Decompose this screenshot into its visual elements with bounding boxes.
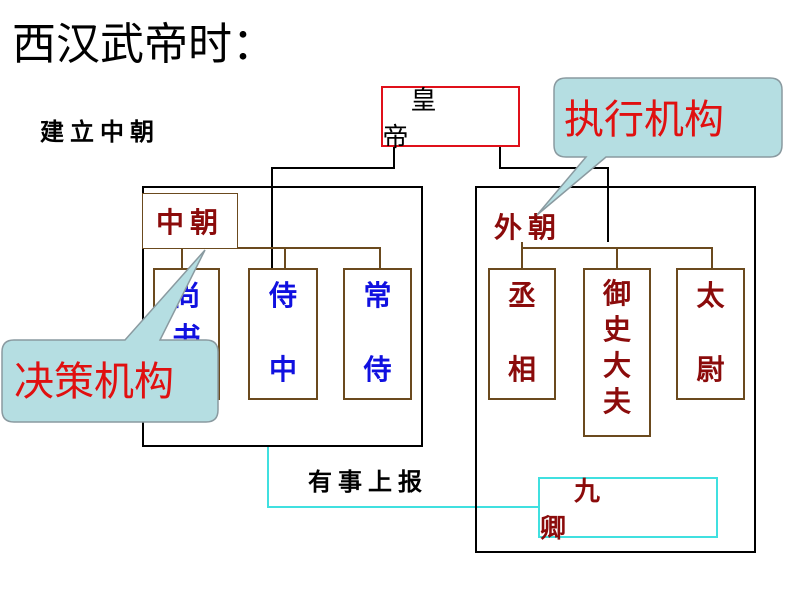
office-char: 太 (696, 279, 725, 312)
zhongchao-label-box: 中朝 (142, 193, 238, 249)
zhongchao-container (142, 186, 423, 447)
page-title: 西汉武帝时： (12, 19, 276, 70)
office-char: 尉 (696, 353, 725, 386)
office-taiwei: 太 尉 (676, 268, 745, 400)
emperor-box: 皇 帝 (381, 85, 520, 153)
subtitle: 建立中朝 (40, 117, 160, 146)
emperor-to-waichao-line (499, 146, 609, 242)
executive-callout-bubble (536, 77, 783, 216)
office-char: 夫 (602, 385, 631, 418)
office-char: 御 (602, 277, 631, 310)
office-chengxiang: 丞 相 (488, 268, 556, 400)
office-char: 侍 (363, 353, 392, 386)
waichao-label: 外朝 (494, 211, 563, 244)
report-label: 有事上报 (308, 467, 428, 496)
office-char: 大 (602, 349, 631, 382)
office-char: 常 (363, 279, 392, 312)
office-yushidafu: 御 史 大 夫 (583, 268, 651, 437)
report-line (267, 447, 538, 508)
office-char: 丞 (507, 279, 536, 312)
decision-callout-text: 决策机构 (14, 359, 174, 405)
zhongchao-label: 中朝 (155, 206, 224, 239)
emperor-to-zhongchao-line (271, 146, 395, 272)
executive-callout-text: 执行机构 (564, 97, 724, 143)
office-shizhong: 侍 中 (248, 268, 318, 400)
office-char: 中 (268, 353, 297, 386)
office-char: 相 (507, 353, 536, 386)
office-char: 侍 (268, 279, 297, 312)
office-char: 史 (602, 313, 631, 346)
office-changshi: 常 侍 (343, 268, 412, 400)
decision-callout-bubble (1, 249, 219, 423)
waichao-container (475, 186, 756, 553)
